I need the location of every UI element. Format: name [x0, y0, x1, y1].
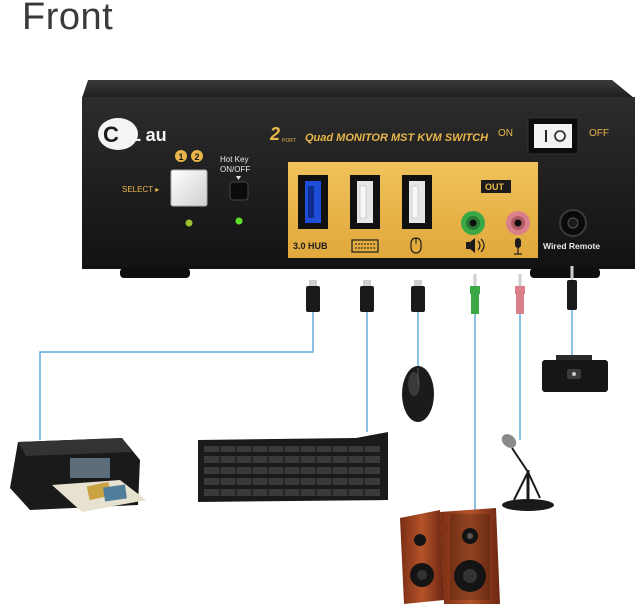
led-channel — [185, 219, 193, 227]
speaker-right — [440, 508, 500, 604]
speakers-device — [400, 508, 500, 604]
usb-plug-keyboard — [360, 280, 374, 312]
channel-2-label: 2 — [195, 152, 200, 162]
audio-plug-pink — [515, 274, 525, 314]
out-label: OUT — [485, 182, 505, 192]
foot-left — [120, 268, 190, 278]
mic-in-jack[interactable] — [506, 211, 530, 235]
select-button[interactable] — [170, 169, 208, 207]
usb3-port[interactable] — [298, 175, 328, 229]
kvm-switch: C KL au 2 PORT Quad MONITOR MST KVM SWIT… — [82, 80, 635, 278]
port-word: PORT — [282, 138, 296, 144]
hotkey-label: Hot Key — [220, 155, 248, 164]
mouse-device — [402, 366, 434, 422]
speaker-left — [400, 510, 444, 604]
led-hotkey — [235, 217, 243, 225]
logo-text: KL au — [117, 125, 167, 145]
keyboard-device — [198, 432, 388, 502]
audio-plug-green — [470, 274, 480, 314]
hotkey-sublabel: ON/OFF — [220, 165, 250, 174]
page-title: Front — [22, 0, 114, 38]
microphone-device — [501, 434, 554, 511]
device-top — [82, 80, 634, 98]
keyboard-icon — [351, 239, 379, 253]
usb-mouse-port[interactable] — [402, 175, 432, 229]
power-on-label: ON — [498, 128, 513, 139]
foot-right — [530, 268, 600, 278]
wired-remote-device — [542, 355, 608, 392]
printer-cable — [39, 312, 314, 440]
channel-2-badge — [191, 150, 203, 162]
channel-1-label: 1 — [179, 152, 184, 162]
wired-remote-label: Wired Remote — [543, 241, 600, 251]
logo-letter: C — [103, 122, 119, 147]
power-off-label: OFF — [589, 128, 609, 139]
model-title: Quad MONITOR MST KVM SWITCH — [305, 132, 489, 144]
port-digit: 2 — [269, 124, 280, 144]
printer-device — [10, 438, 146, 512]
power-switch[interactable] — [534, 124, 572, 148]
hotkey-arrow — [236, 176, 241, 180]
cables — [39, 266, 577, 510]
select-label: SELECT ▸ — [122, 185, 159, 194]
speaker-icon — [466, 238, 485, 253]
wired-remote-jack[interactable] — [559, 209, 587, 237]
usb-keyboard-port[interactable] — [350, 175, 380, 229]
hotkey-button[interactable] — [229, 181, 249, 201]
mouse-icon — [410, 237, 422, 254]
brand-logo: C KL au — [98, 118, 167, 150]
audio-out-jack[interactable] — [461, 211, 485, 235]
keyboard-keys — [204, 446, 380, 496]
out-label-box — [481, 180, 511, 193]
channel-1-badge — [175, 150, 187, 162]
remote-plug — [567, 266, 577, 310]
hub-label: 3.0 HUB — [293, 241, 328, 251]
usb-plug-mouse — [411, 280, 425, 312]
usb-plug-printer — [306, 280, 320, 312]
microphone-icon — [514, 238, 522, 255]
